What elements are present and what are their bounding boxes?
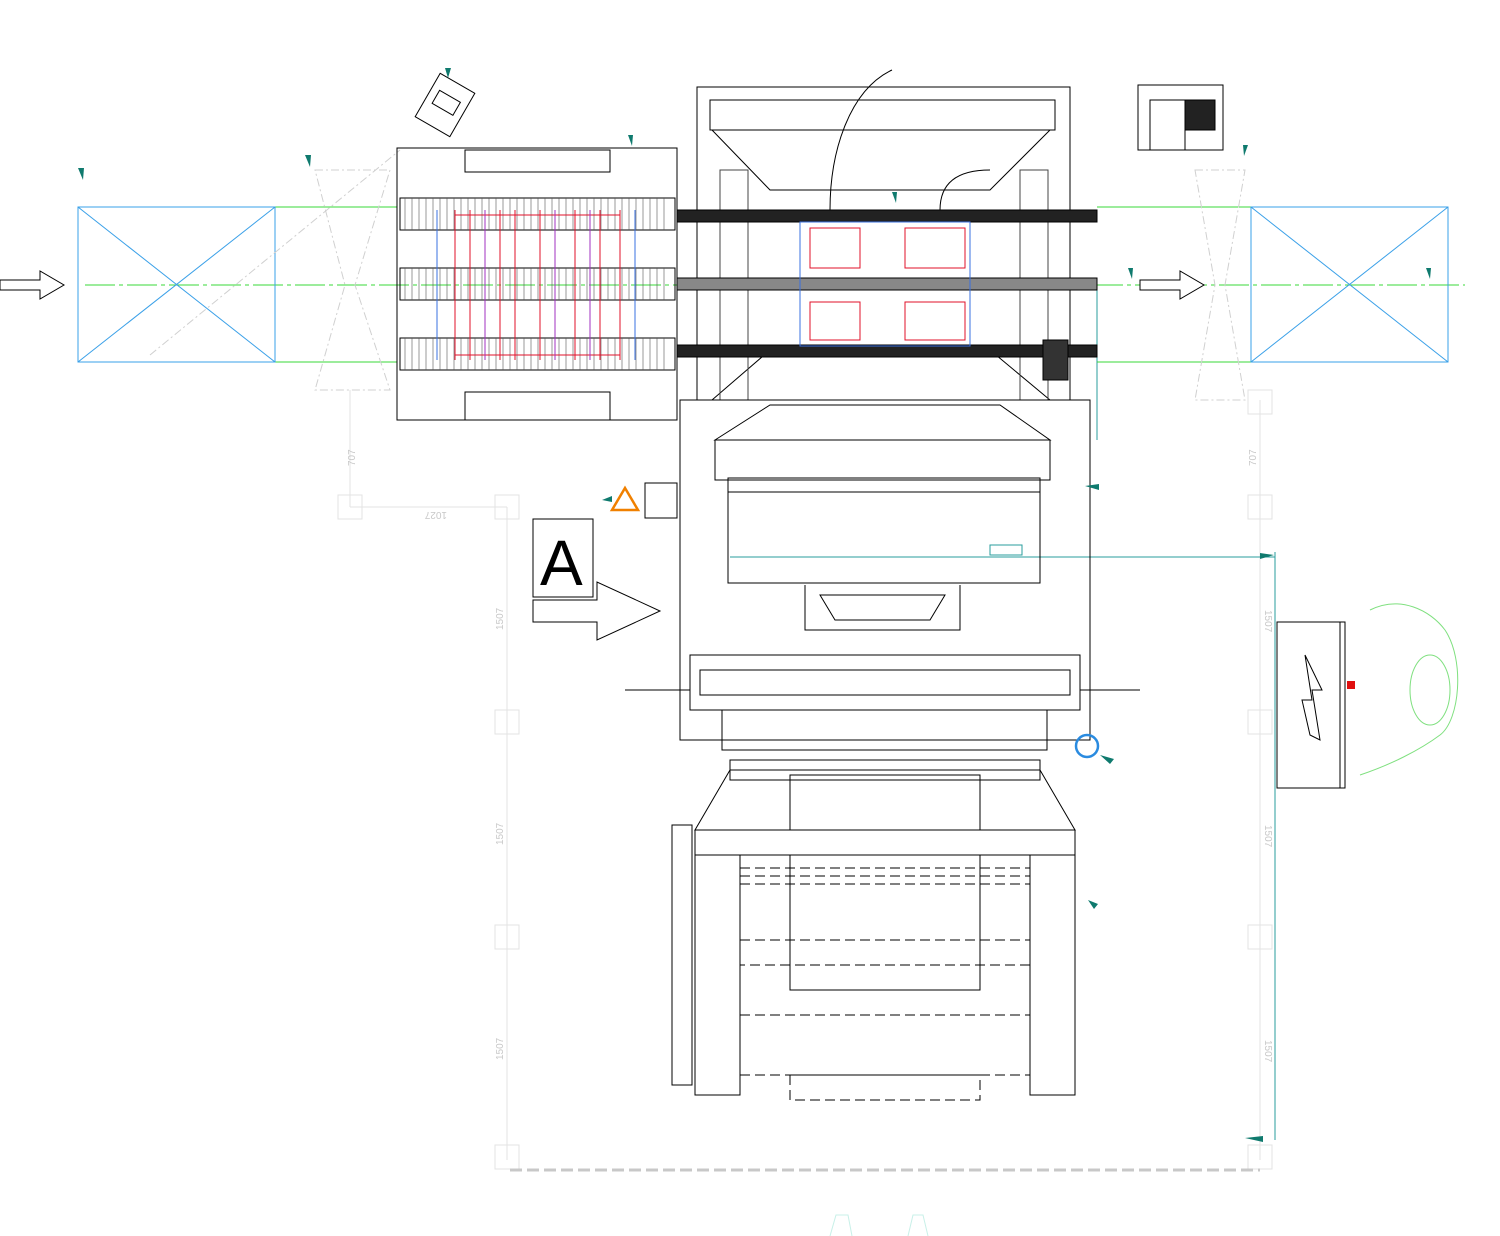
dim-1027: 1027 xyxy=(424,509,447,520)
dim-1507-right-2: 1507 xyxy=(1262,825,1273,848)
ghost-stands xyxy=(149,149,1246,401)
film-unwind-unit xyxy=(671,759,1076,1101)
operator-figure xyxy=(1359,603,1459,776)
dim-1507-left-3: 1507 xyxy=(495,1037,506,1060)
inspect-magnifier-icon[interactable] xyxy=(1074,733,1100,759)
warning-triangle-icon[interactable] xyxy=(609,485,641,512)
feeder-unit xyxy=(1137,84,1224,151)
annotation-markers xyxy=(78,68,1431,1142)
view-label: A xyxy=(540,527,583,599)
high-voltage-icon xyxy=(1301,654,1323,741)
dim-1507-left-2: 1507 xyxy=(495,822,506,845)
infeed-zone xyxy=(77,206,276,363)
infeed-arrow-icon xyxy=(0,270,65,300)
floor-grid xyxy=(337,389,1273,1170)
dim-1507-right-1: 1507 xyxy=(1262,610,1273,633)
sealing-station xyxy=(625,399,1140,751)
outfeed-zone xyxy=(1250,206,1449,363)
robot-gripper xyxy=(414,72,476,138)
dim-707-left: 707 xyxy=(347,449,358,466)
dim-1507-left-1: 1507 xyxy=(495,607,506,630)
view-marker-a: A xyxy=(532,518,662,641)
offpage-marks xyxy=(829,1214,929,1236)
view-direction-arrow-icon xyxy=(532,581,662,641)
outfeed-arrow-icon xyxy=(1139,270,1205,300)
buffer-conveyor xyxy=(396,147,678,421)
dim-1507-right-3: 1507 xyxy=(1262,1040,1273,1063)
electrical-cabinet xyxy=(1276,621,1355,789)
teal-dimension xyxy=(730,285,1276,1140)
forming-station xyxy=(676,69,1098,401)
dim-707-right: 707 xyxy=(1248,449,1259,466)
